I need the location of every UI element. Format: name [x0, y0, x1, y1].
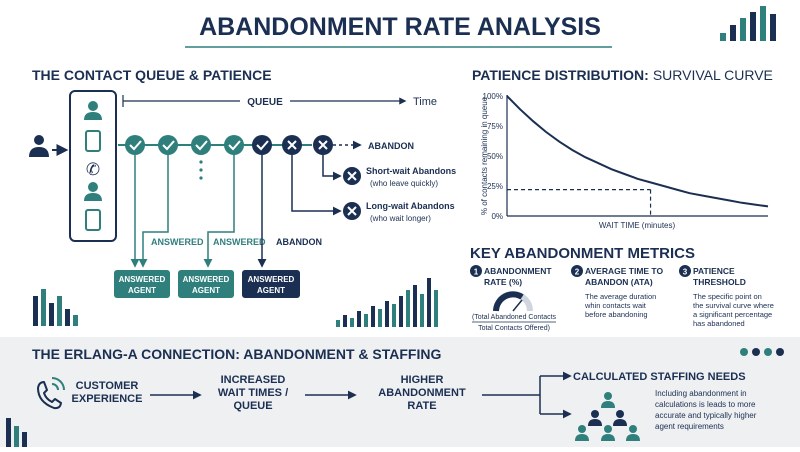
svg-text:ANSWERED: ANSWERED	[183, 275, 230, 284]
metric-average-time-to-abandon: 2 AVERAGE TIME TO ABANDON (ATA) The aver…	[571, 265, 663, 319]
svg-text:Total Contacts Offered): Total Contacts Offered)	[478, 325, 550, 332]
queue-node-abandon	[313, 135, 333, 155]
svg-text:the survival curve where: the survival curve where	[693, 301, 774, 310]
survival-y-tick-label: 25%	[487, 182, 503, 191]
staffing-title: CALCULATED STAFFING NEEDS	[573, 371, 746, 383]
mobile-icon	[85, 209, 101, 231]
queue-node-check	[191, 135, 211, 155]
svg-text:ABANDONMENT: ABANDONMENT	[484, 266, 552, 276]
erlang-section-background	[0, 337, 800, 447]
decorative-bars-right	[336, 278, 438, 327]
short-wait-title: Short-wait Abandons	[366, 166, 456, 176]
svg-text:AGENT: AGENT	[128, 286, 156, 295]
abandon-label: ABANDON	[368, 141, 414, 151]
survival-curve-line	[506, 95, 769, 208]
svg-text:AGENT: AGENT	[192, 286, 220, 295]
abandon-label-2: ABANDON	[276, 237, 322, 247]
survival-xlabel: WAIT TIME (minutes)	[599, 221, 676, 230]
queue-node-check	[125, 135, 145, 155]
queue-label: QUEUE	[247, 97, 283, 108]
survival-heading: PATIENCE DISTRIBUTION:SURVIVAL CURVE	[472, 67, 773, 83]
survival-ylabel: % of contacts remaining in queue	[480, 96, 489, 215]
svg-text:has abandoned: has abandoned	[693, 319, 745, 328]
survival-chart-marks	[506, 95, 769, 216]
svg-text:before abandoning: before abandoning	[585, 310, 648, 319]
queue-node-check	[252, 135, 272, 155]
svg-text:(Total Abandoned Contacts: (Total Abandoned Contacts	[472, 314, 557, 321]
metrics-heading: KEY ABANDONMENT METRICS	[470, 245, 695, 262]
phone-headset-icon	[37, 377, 65, 410]
queue-node-check	[158, 135, 178, 155]
page-title: ABANDONMENT RATE ANALYSIS	[199, 13, 601, 41]
long-wait-sub: (who wait longer)	[370, 214, 431, 223]
long-wait-title: Long-wait Abandons	[366, 201, 455, 211]
phone-icon	[85, 130, 101, 152]
answered-agent-box: ANSWERED AGENT	[242, 270, 300, 298]
telephone-icon: ✆	[86, 160, 100, 179]
svg-text:RATE (%): RATE (%)	[484, 277, 522, 287]
queue-node-abandon	[282, 135, 302, 155]
answered-label-1: ANSWERED	[151, 237, 204, 247]
svg-text:AGENT: AGENT	[257, 286, 285, 295]
answered-agent-box: ANSWERED AGENT	[178, 270, 234, 298]
contact-channels-box	[69, 90, 117, 242]
svg-text:ANSWERED: ANSWERED	[119, 275, 166, 284]
answered-label-2: ANSWERED	[213, 237, 266, 247]
agents-group-icon	[575, 392, 640, 441]
decorative-bars-bottom	[6, 418, 27, 447]
svg-text:The average duration: The average duration	[585, 292, 656, 301]
decorative-dots	[740, 348, 784, 356]
queue-node-check	[224, 135, 244, 155]
svg-text:THRESHOLD: THRESHOLD	[693, 277, 746, 287]
metric-abandonment-rate: 1 ABANDONMENT RATE (%) (Total Abandoned …	[470, 265, 557, 332]
survival-y-tick-label: 100%	[483, 92, 503, 101]
erlang-heading: THE ERLANG-A CONNECTION: ABANDONMENT & S…	[32, 346, 441, 362]
svg-text:AVERAGE TIME TO: AVERAGE TIME TO	[585, 266, 663, 276]
short-wait-sub: (who leave quickly)	[370, 179, 438, 188]
svg-text:ANSWERED: ANSWERED	[248, 275, 295, 284]
time-label: Time	[413, 96, 437, 108]
gauge-icon	[493, 291, 533, 312]
survival-y-ticks: 0% 25% 50% 75% 100%	[483, 92, 503, 221]
person-icon	[84, 101, 102, 120]
bar-chart-logo-icon	[720, 6, 776, 41]
svg-text:whin contacts wait: whin contacts wait	[584, 301, 647, 310]
decorative-bars-left	[33, 289, 78, 326]
svg-text:3: 3	[683, 268, 688, 277]
svg-text:ABANDON (ATA): ABANDON (ATA)	[585, 277, 653, 287]
metric-patience-threshold: 3 PATIENCE THRESHOLD The specific point …	[679, 265, 774, 328]
answered-agent-box: ANSWERED AGENT	[114, 270, 170, 298]
survival-y-tick-label: 0%	[491, 212, 503, 221]
long-wait-abandon-icon	[343, 202, 361, 220]
survival-y-tick-label: 50%	[487, 152, 503, 161]
svg-text:a significant percentage: a significant percentage	[693, 310, 772, 319]
queue-heading: THE CONTACT QUEUE & PATIENCE	[32, 67, 272, 83]
svg-text:2: 2	[575, 268, 580, 277]
svg-text:PATIENCE: PATIENCE	[693, 266, 735, 276]
short-wait-abandon-icon	[343, 167, 361, 185]
survival-y-tick-label: 75%	[487, 122, 503, 131]
svg-text:✆: ✆	[86, 160, 100, 179]
caller-person-icon	[29, 135, 49, 157]
svg-text:The specific point on: The specific point on	[693, 292, 762, 301]
svg-text:1: 1	[474, 268, 479, 277]
person-icon	[84, 182, 102, 201]
